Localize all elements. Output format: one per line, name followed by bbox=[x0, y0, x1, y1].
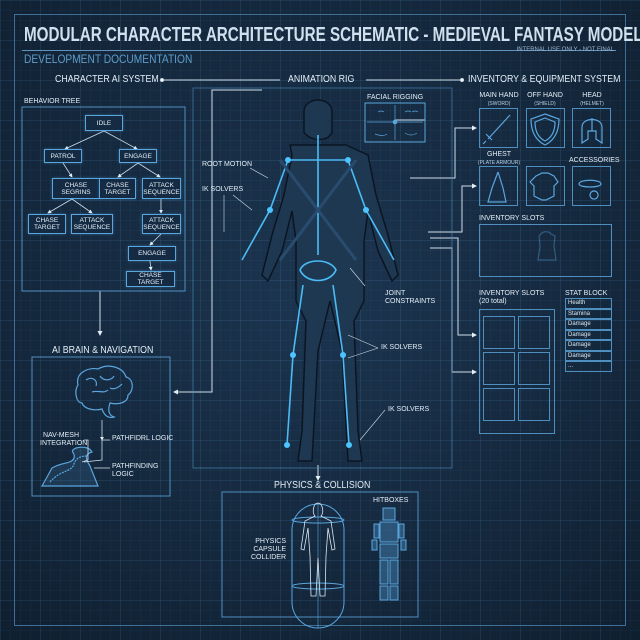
inventory-cell[interactable] bbox=[483, 352, 515, 385]
section-character-ai: CHARACTER AI SYSTEM bbox=[55, 74, 159, 85]
helmet-icon bbox=[581, 118, 603, 145]
bt-node-chase-target[interactable]: CHASE TARGET bbox=[126, 271, 175, 287]
joint-constraints-label: JOINT CONSTRAINTS bbox=[385, 290, 436, 305]
slot-label: GHEST bbox=[486, 151, 512, 158]
navmesh-label: NAV-MESH INTEGRATION bbox=[40, 432, 88, 447]
brain-icon bbox=[75, 365, 133, 419]
sword-icon bbox=[482, 114, 511, 145]
cloak-icon bbox=[487, 171, 507, 203]
hitboxes-figure bbox=[371, 507, 407, 601]
slot-label: OFF HAND bbox=[527, 92, 563, 99]
bt-node-chase-segrins[interactable]: CHASE SEGRINS bbox=[52, 178, 100, 199]
bt-node-engage[interactable]: ENGAGE bbox=[119, 149, 157, 163]
inventory-cell[interactable] bbox=[483, 316, 515, 349]
grid-count: (20 total) bbox=[479, 298, 507, 305]
inventory-cell[interactable] bbox=[518, 388, 550, 421]
stat-row: Damage bbox=[565, 340, 612, 351]
page-subtitle: DEVELOPMENT DOCUMENTATION bbox=[24, 52, 193, 66]
slot-main-hand-label: MAIN HAND (SWORD) bbox=[479, 92, 519, 108]
mannequin-icon bbox=[537, 231, 557, 261]
hitboxes-label: HITBOXES bbox=[373, 497, 409, 504]
slot-label: HEAD bbox=[582, 92, 602, 99]
pathfinding-label: PATHFINDING LOGIC bbox=[112, 463, 159, 478]
section-inventory: INVENTORY & EQUIPMENT SYSTEM bbox=[468, 74, 621, 85]
facial-rigging-diagram bbox=[367, 105, 423, 140]
character-figure bbox=[241, 99, 399, 462]
slot-accessories-label: ACCESSORIES bbox=[569, 157, 620, 164]
inventory-grid bbox=[479, 309, 555, 434]
ik-solvers-label: IK SOLVERS bbox=[388, 406, 430, 413]
bt-node-chase-target[interactable]: CHASE TARGET bbox=[99, 178, 136, 199]
stat-row: Damage bbox=[565, 319, 612, 330]
title-divider bbox=[22, 50, 616, 51]
stat-row: ... bbox=[565, 361, 612, 372]
page-title: MODULAR CHARACTER ARCHITECTURE SCHEMATIC… bbox=[24, 24, 640, 46]
facial-rigging-label: FACIAL RIGGING bbox=[367, 94, 424, 101]
capsule-collider-label: PHYSICS CAPSULE COLLIDER bbox=[250, 538, 286, 561]
bt-node-attack-sequence[interactable]: ATTACK SEQUENCE bbox=[142, 178, 181, 199]
nav-path-icon bbox=[40, 446, 99, 487]
inventory-cell[interactable] bbox=[518, 352, 550, 385]
slot-accessories[interactable] bbox=[572, 166, 611, 206]
slot-chest-label: GHEST (PLATE ARMOUR) bbox=[477, 151, 521, 167]
outer-frame bbox=[14, 14, 626, 626]
physics-label: PHYSICS & COLLISION bbox=[274, 480, 371, 491]
stat-row: Health bbox=[565, 298, 612, 309]
ik-solvers-label: IK SOLVERS bbox=[381, 344, 423, 351]
inventory-cell[interactable] bbox=[483, 388, 515, 421]
slot-chestplate[interactable] bbox=[526, 166, 565, 206]
root-motion-label: ROOT MOTION bbox=[202, 161, 253, 168]
section-animation-rig: ANIMATION RIG bbox=[288, 74, 355, 85]
slot-head-label: HEAD (HELMET) bbox=[572, 92, 612, 108]
bt-node-patrol[interactable]: PATROL bbox=[44, 149, 82, 163]
inventory-cell[interactable] bbox=[518, 316, 550, 349]
inventory-grid-label: INVENTORY SLOTS(20 total) bbox=[479, 290, 544, 306]
slot-sublabel: (SWORD) bbox=[487, 101, 511, 107]
slot-off-hand[interactable] bbox=[526, 108, 565, 148]
pathfidrl-label: PATHFIDRL LOGIC bbox=[112, 435, 174, 442]
stat-block-label: STAT BLOCK bbox=[565, 290, 608, 297]
slot-main-hand[interactable] bbox=[479, 108, 518, 148]
bt-node-idle[interactable]: IDLE bbox=[85, 115, 123, 131]
bt-node-engage[interactable]: ENGAGE bbox=[128, 246, 176, 261]
slot-head[interactable] bbox=[572, 108, 611, 148]
slot-chest[interactable] bbox=[479, 166, 518, 206]
ik-solvers-label: IK SOLVERS bbox=[202, 186, 244, 193]
slot-off-hand-label: OFF HAND (SHIELD) bbox=[525, 92, 565, 108]
bt-node-attack-sequence[interactable]: ATTACK SEQUENCE bbox=[71, 214, 113, 234]
stat-row: Damage bbox=[565, 350, 612, 361]
internal-note: INTERNAL USE ONLY - NOT FINAL bbox=[516, 47, 614, 53]
bt-node-chase-target[interactable]: CHASE TARGET bbox=[28, 214, 66, 234]
inventory-preview-slot[interactable] bbox=[479, 224, 612, 277]
slot-label: MAIN HAND bbox=[479, 92, 519, 99]
slot-sublabel: (HELMET) bbox=[580, 101, 604, 107]
capsule-collider bbox=[291, 502, 345, 629]
slot-sublabel: (SHIELD) bbox=[534, 101, 556, 107]
behavior-tree-label: BEHAVIOR TREE bbox=[24, 98, 81, 105]
shield-icon bbox=[530, 113, 560, 146]
ring-icon bbox=[578, 179, 602, 200]
slot-sublabel: (PLATE ARMOUR) bbox=[477, 160, 521, 166]
ai-brain-label: AI BRAIN & NAVIGATION bbox=[52, 345, 154, 356]
chestplate-icon bbox=[529, 172, 559, 201]
stat-row: Damage bbox=[565, 329, 612, 340]
stat-row: Stamina bbox=[565, 308, 612, 319]
bt-node-attack-sequence[interactable]: ATTACK SEQUENCE bbox=[142, 214, 181, 234]
grid-label: INVENTORY SLOTS bbox=[479, 290, 545, 297]
inventory-slots-label: INVENTORY SLOTS bbox=[479, 215, 545, 222]
